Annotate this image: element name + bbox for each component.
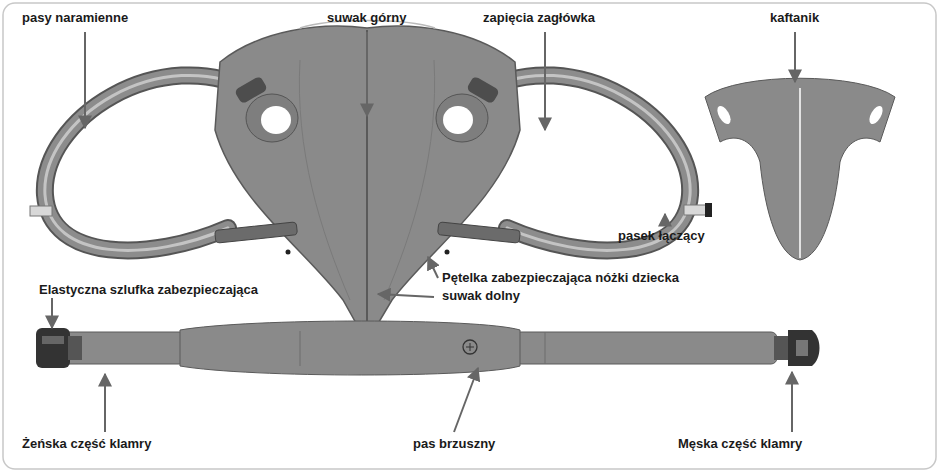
part-label: suwak górny <box>327 10 406 26</box>
tunic-zipper <box>799 88 801 258</box>
part-label: pas brzuszny <box>413 436 495 452</box>
zipper <box>366 30 368 330</box>
waist-belt <box>62 321 777 375</box>
female-buckle <box>36 328 82 368</box>
part-label: Elastyczna szlufka zabezpieczająca <box>36 282 261 298</box>
connector-tab <box>684 205 706 215</box>
part-label: Żeńska część klamry <box>22 436 151 452</box>
leg-loops <box>215 222 521 255</box>
tunic-opening <box>867 104 886 126</box>
leader-arrows <box>52 32 795 432</box>
part-label: pasy naramienne <box>22 10 128 26</box>
seam <box>384 60 435 300</box>
tunic <box>705 78 895 260</box>
part-label: pasek łączący <box>618 228 705 244</box>
connector-tab <box>30 206 52 216</box>
male-buckle <box>774 330 820 366</box>
part-label: Pętelka zabezpieczająca nóżki dziecka <box>442 270 679 286</box>
part-label: kaftanik <box>770 10 819 26</box>
part-label: Męska część klamry <box>678 436 802 452</box>
part-label: suwak dolny <box>442 288 520 304</box>
seam <box>299 60 350 300</box>
part-label: zapięcia zagłówka <box>483 10 595 26</box>
frame <box>3 3 936 469</box>
connector-end <box>705 203 712 217</box>
tunic-opening <box>715 104 734 126</box>
